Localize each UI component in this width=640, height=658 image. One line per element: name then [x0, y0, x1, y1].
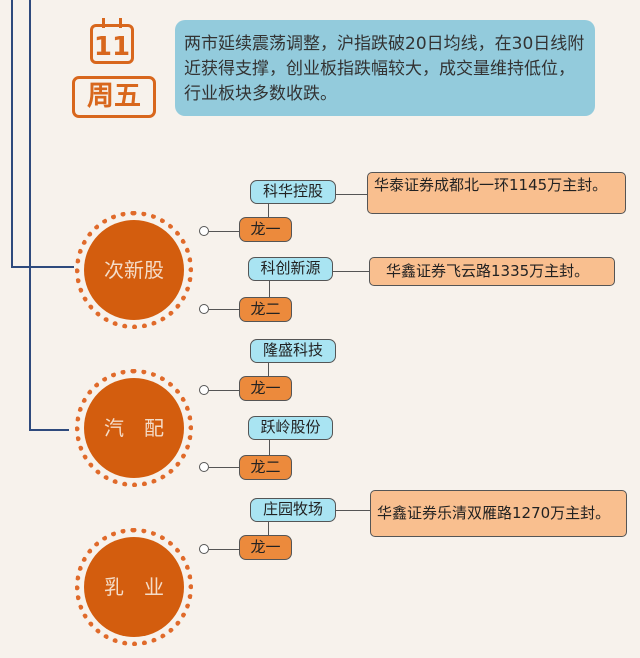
- rank-badge: 龙一: [239, 535, 292, 560]
- weekday-badge: 周五: [72, 76, 156, 118]
- node-handle-icon[interactable]: [199, 226, 209, 236]
- date-day: 11: [93, 32, 131, 62]
- node-handle-icon[interactable]: [199, 462, 209, 472]
- stock-node[interactable]: 隆盛科技: [250, 339, 336, 363]
- node-handle-icon[interactable]: [199, 544, 209, 554]
- stock-node[interactable]: 跃岭股份: [248, 416, 333, 440]
- category-node[interactable]: 乳 业: [84, 537, 184, 637]
- connector-line: [11, 0, 13, 268]
- category-ring: [75, 211, 193, 329]
- rank-badge: 龙二: [239, 455, 292, 480]
- market-summary: 两市延续震荡调整，沪指跌破20日均线，在30日线附近获得支撑，创业板指跌幅较大，…: [175, 20, 595, 116]
- connector-line: [11, 266, 74, 268]
- category-ring: [75, 369, 193, 487]
- node-handle-icon[interactable]: [199, 304, 209, 314]
- category-node[interactable]: 汽 配: [84, 378, 184, 478]
- category-node[interactable]: 次新股: [84, 220, 184, 320]
- rank-badge: 龙一: [239, 217, 292, 242]
- rank-badge: 龙一: [239, 376, 292, 401]
- seal-note: 华泰证券成都北一环1145万主封。: [367, 172, 626, 214]
- connector-line: [29, 0, 31, 431]
- seal-note: 华鑫证券飞云路1335万主封。: [369, 257, 615, 286]
- connector-line: [29, 429, 69, 431]
- rank-badge: 龙二: [239, 297, 292, 322]
- calendar-icon: 11: [90, 18, 134, 64]
- seal-note: 华鑫证券乐清双雁路1270万主封。: [370, 490, 627, 537]
- stock-node[interactable]: 庄园牧场: [250, 498, 336, 522]
- stock-node[interactable]: 科华控股: [250, 180, 336, 204]
- node-handle-icon[interactable]: [199, 385, 209, 395]
- stock-node[interactable]: 科创新源: [248, 257, 333, 281]
- category-ring: [75, 528, 193, 646]
